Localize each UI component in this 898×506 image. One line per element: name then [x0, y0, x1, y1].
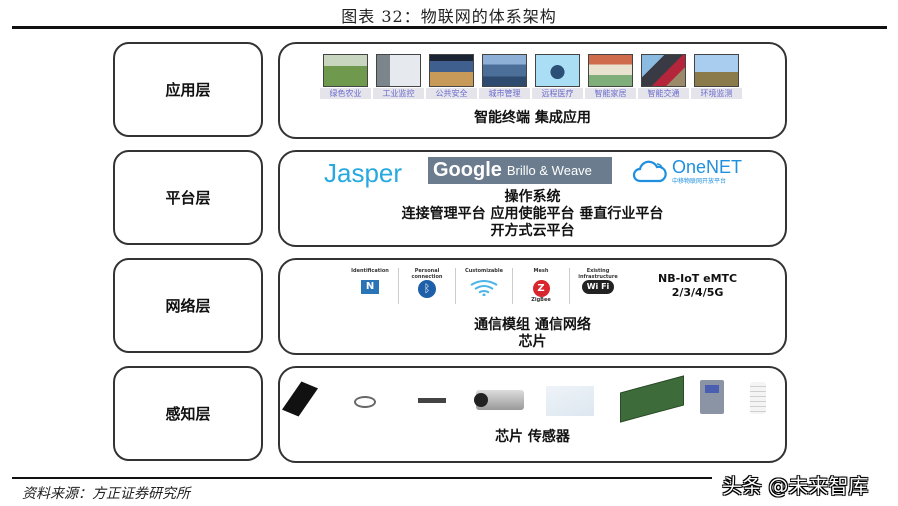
application-layer-box: 绿色农业 工业监控 公共安全 城市管理 远程医疗 智能家居 智能交通 环境监测: [278, 42, 787, 139]
weather-sensor-icon: [750, 382, 766, 414]
tile-caption: 城市管理: [479, 88, 530, 99]
watermark: 头条 @未来智库: [722, 474, 869, 498]
jasper-logo: Jasper: [324, 158, 403, 188]
smart-home-photo-icon: [588, 54, 633, 87]
tile-city-management: 城市管理: [479, 54, 530, 99]
valve-sensor-icon: [418, 398, 446, 403]
perception-layer-box: 芯片 传感器: [278, 366, 787, 463]
source-note: 资料来源：方正证券研究所: [22, 486, 190, 502]
layer-label-perception: 感知层: [113, 366, 263, 461]
truck-photo-icon: [641, 54, 686, 87]
protocol-caption: Mesh: [533, 268, 549, 274]
protocol-bluetooth: Personal connection ᛒ: [399, 268, 456, 304]
weather-station-photo-icon: [694, 54, 739, 87]
figure-title: 图表 32：物联网的体系架构: [341, 7, 557, 26]
onenet-logo: OneNET 中移物联网开放平台: [632, 158, 742, 185]
zigbee-label: ZigBee: [531, 297, 551, 303]
protocol-caption: Identification: [351, 268, 389, 274]
nfc-icon: N: [361, 280, 379, 294]
wifi-logo-icon: Wi Fi: [582, 280, 614, 294]
tile-industrial-monitoring: 工业监控: [373, 54, 424, 99]
application-summary: 智能终端 集成应用: [474, 110, 591, 126]
tile-caption: 公共安全: [426, 88, 477, 99]
telemedicine-photo-icon: [535, 54, 580, 87]
tile-smart-home: 智能家居: [585, 54, 636, 99]
perception-summary: 芯片 传感器: [495, 429, 570, 445]
tile-caption: 智能交通: [638, 88, 689, 99]
tile-caption: 远程医疗: [532, 88, 583, 99]
tile-caption: 智能家居: [585, 88, 636, 99]
sensor-devices: [282, 375, 778, 423]
control-room-photo-icon: [429, 54, 474, 87]
circuit-board-icon: [620, 375, 684, 423]
bluetooth-icon: ᛒ: [418, 280, 436, 298]
tile-smart-transport: 智能交通: [638, 54, 689, 99]
city-skyline-photo-icon: [482, 54, 527, 87]
protocol-customizable: Customizable: [456, 268, 513, 304]
network-protocol-icons: Identification N Personal connection ᛒ C…: [342, 268, 626, 304]
industrial-tower-photo-icon: [376, 54, 421, 87]
meter-box-icon: [700, 380, 724, 414]
top-rule: [12, 26, 887, 29]
onenet-wordmark: OneNET: [672, 157, 743, 177]
layer-label-application: 应用层: [113, 42, 263, 137]
cellular-generations-text: 2/3/4/5G: [671, 286, 724, 299]
zigbee-icon: Z: [532, 280, 550, 297]
tile-caption: 工业监控: [373, 88, 424, 99]
tile-environment-monitoring: 环境监测: [691, 54, 742, 99]
tile-public-safety: 公共安全: [426, 54, 477, 99]
farm-field-photo-icon: [323, 54, 368, 87]
onenet-subtitle: 中移物联网开放平台: [672, 178, 727, 185]
nbiot-emtc-text: NB-IoT eMTC: [658, 272, 738, 285]
network-layer-box: Identification N Personal connection ᛒ C…: [278, 258, 787, 355]
platform-layer-box: Jasper Google Brillo & Weave OneNET 中移物联…: [278, 150, 787, 247]
protocol-wifi: Existing infrastructure Wi Fi: [570, 268, 626, 304]
layer-label-platform: 平台层: [113, 150, 263, 245]
network-line-2: 芯片: [518, 334, 547, 350]
platform-line-3: 开方式云平台: [490, 223, 575, 239]
protocol-nfc: Identification N: [342, 268, 399, 304]
phone-chip-device-icon: [282, 381, 318, 417]
brillo-weave-text: Brillo & Weave: [506, 163, 592, 178]
tile-green-agriculture: 绿色农业: [320, 54, 371, 99]
platform-line-2: 连接管理平台 应用使能平台 垂直行业平台: [401, 206, 664, 222]
platform-line-1: 操作系统: [504, 189, 561, 205]
camera-sensor-icon: [474, 390, 524, 410]
protocol-caption: Customizable: [465, 268, 503, 274]
tile-telemedicine: 远程医疗: [532, 54, 583, 99]
cable-sensor-icon: [354, 396, 376, 408]
protocol-caption: Existing infrastructure: [578, 268, 618, 280]
layer-label-network: 网络层: [113, 258, 263, 353]
google-brillo-logo: Google Brillo & Weave: [428, 157, 612, 184]
cloud-icon: [632, 160, 667, 182]
wifi-waves-icon: [470, 280, 498, 296]
bottom-rule: [12, 477, 712, 479]
tile-caption: 环境监测: [691, 88, 742, 99]
protocol-caption: Personal connection: [411, 268, 443, 280]
network-line-1: 通信模组 通信网络: [474, 317, 591, 333]
application-tiles: 绿色农业 工业监控 公共安全 城市管理 远程医疗 智能家居 智能交通 环境监测: [320, 54, 742, 99]
handheld-scanner-icon: [546, 386, 594, 416]
google-wordmark: Google: [433, 159, 502, 181]
cellular-standards: NB-IoT eMTC 2/3/4/5G: [658, 272, 737, 300]
tile-caption: 绿色农业: [320, 88, 371, 99]
protocol-zigbee: Mesh Z ZigBee: [513, 268, 570, 304]
